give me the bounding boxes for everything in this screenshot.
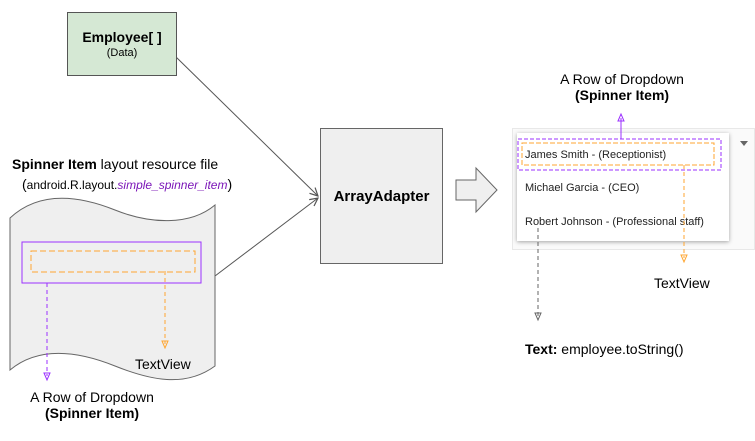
left-row-label-line1: A Row of Dropdown [30, 389, 154, 405]
right-textview-rect [521, 142, 715, 166]
resource-file-id-prefix: android.R.layout. [26, 178, 118, 192]
left-row-label: A Row of Dropdown (Spinner Item) [12, 389, 172, 421]
right-text-label-value: employee.toString() [557, 341, 684, 357]
right-row-label-line1: A Row of Dropdown [560, 71, 684, 87]
right-spinner-item-rect [517, 138, 722, 171]
resource-file-caption: Spinner Item layout resource file [12, 156, 218, 172]
array-adapter-box: ArrayAdapter [320, 128, 443, 264]
resource-file-id-name: simple_spinner_item [117, 178, 228, 192]
right-textview-label: TextView [654, 275, 710, 291]
spinner-dropdown [517, 133, 729, 241]
flow-arrow-icon [455, 166, 498, 214]
array-adapter-title: ArrayAdapter [333, 187, 430, 205]
employee-box-title: Employee[ ] [82, 29, 162, 45]
resource-file-id-close: ) [227, 176, 233, 192]
left-textview-label: TextView [135, 356, 191, 372]
right-row-label-line2: (Spinner Item) [574, 87, 670, 103]
dropdown-item-3[interactable]: Robert Johnson - (Professional staff) [525, 216, 704, 228]
employee-box-subtitle: (Data) [106, 47, 138, 59]
leader-left-textview-head [161, 340, 169, 350]
resource-textview-rect [30, 250, 196, 273]
resource-file-caption-rest: layout resource file [96, 156, 219, 172]
right-text-label: Text: employee.toString() [525, 341, 683, 357]
right-row-label: A Row of Dropdown (Spinner Item) [537, 71, 707, 103]
resource-file-id-open: ( [22, 176, 27, 192]
dropdown-caret-icon[interactable] [740, 141, 748, 146]
connector-employee-to-adapter [174, 55, 318, 196]
leader-left-row-head [43, 372, 51, 382]
connector-resource-to-adapter [214, 198, 318, 277]
employee-data-box: Employee[ ] (Data) [67, 12, 177, 76]
resource-file-caption-bold: Spinner Item [12, 156, 97, 172]
left-row-label-line2: (Spinner Item) [44, 405, 140, 421]
leader-right-row-head [617, 112, 625, 122]
leader-right-text-head [534, 312, 542, 322]
leader-right-textview-head [680, 254, 688, 264]
resource-file-shape [9, 197, 216, 381]
dropdown-item-1[interactable]: James Smith - (Receptionist) [525, 149, 667, 161]
right-text-label-bold: Text: [525, 341, 558, 357]
resource-file-id: (android.R.layout.simple_spinner_item) [22, 176, 232, 192]
dropdown-item-2[interactable]: Michael Garcia - (CEO) [525, 182, 640, 194]
resource-spinner-item-rect [21, 241, 202, 284]
